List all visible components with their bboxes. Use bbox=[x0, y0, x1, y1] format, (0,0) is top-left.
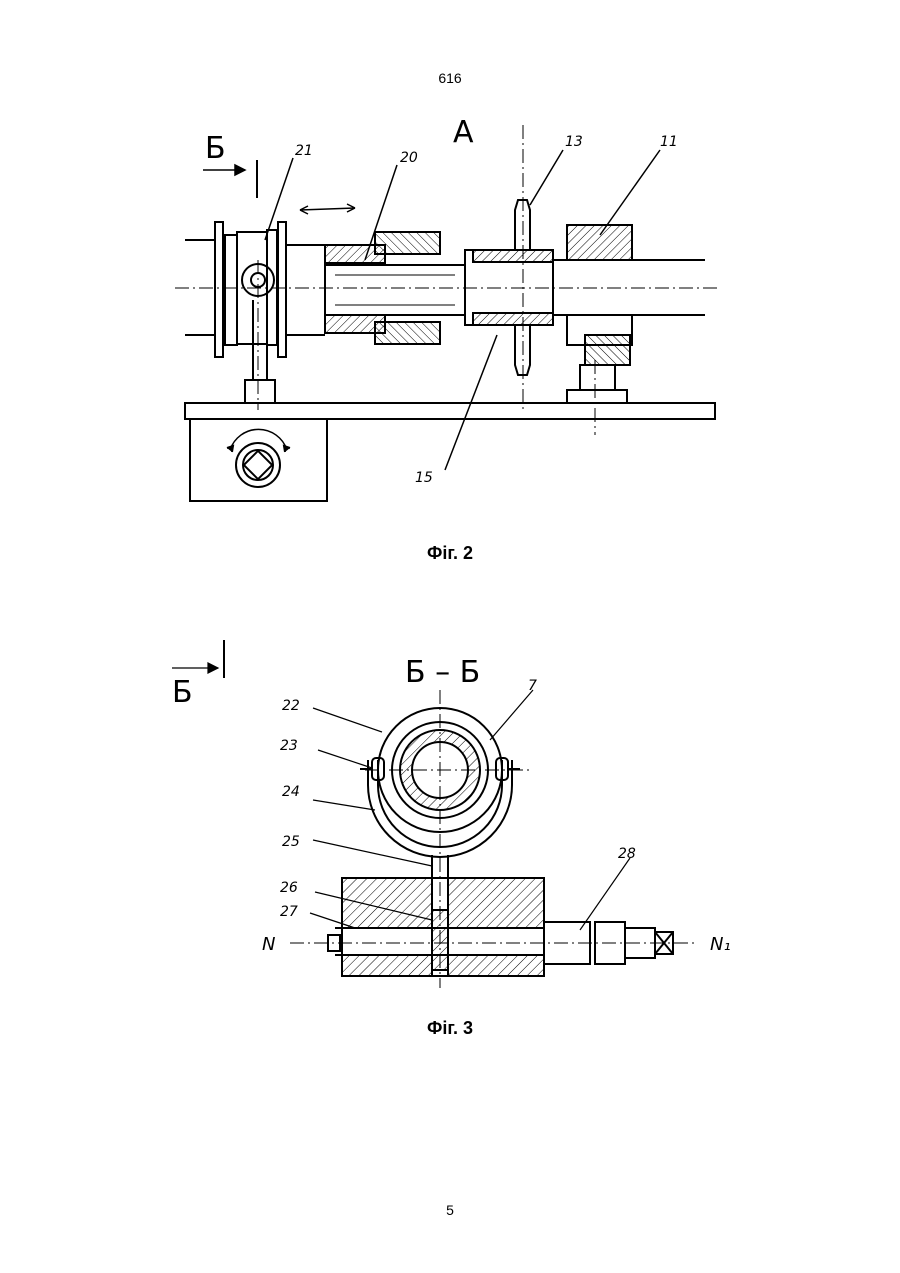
label-21: 21 bbox=[295, 143, 313, 159]
page-number: 5 bbox=[0, 1202, 900, 1218]
label-n1: N₁ bbox=[710, 934, 731, 955]
drive-box bbox=[190, 419, 327, 501]
label-13: 13 bbox=[565, 134, 583, 150]
label-28: 28 bbox=[618, 846, 636, 862]
label-15: 15 bbox=[415, 470, 433, 486]
base-plate bbox=[185, 403, 715, 419]
label-24: 24 bbox=[282, 784, 300, 800]
label-7: 7 bbox=[528, 678, 537, 694]
label-26: 26 bbox=[280, 880, 298, 896]
label-25: 25 bbox=[282, 834, 300, 850]
section-marker-b3: Б bbox=[172, 675, 193, 710]
label-n: N bbox=[262, 934, 275, 955]
label-20: 20 bbox=[400, 150, 418, 166]
label-11: 11 bbox=[660, 134, 678, 150]
figure-3-caption: Фіг. 3 bbox=[0, 1018, 900, 1039]
label-23: 23 bbox=[280, 738, 298, 754]
figure-3-drawing: Б – Б Б 7 22 23 24 25 26 27 28 N N₁ bbox=[150, 610, 750, 990]
label-22: 22 bbox=[282, 698, 300, 714]
section-title: Б – Б bbox=[405, 655, 480, 690]
section-marker-b: Б bbox=[205, 131, 226, 166]
figure-2-drawing: А Б 21 20 13 11 15 bbox=[175, 110, 735, 520]
view-letter: А bbox=[453, 115, 474, 150]
page-code: 616 bbox=[0, 70, 900, 86]
figure-2-caption: Фіг. 2 bbox=[0, 543, 900, 564]
label-27: 27 bbox=[280, 904, 298, 920]
